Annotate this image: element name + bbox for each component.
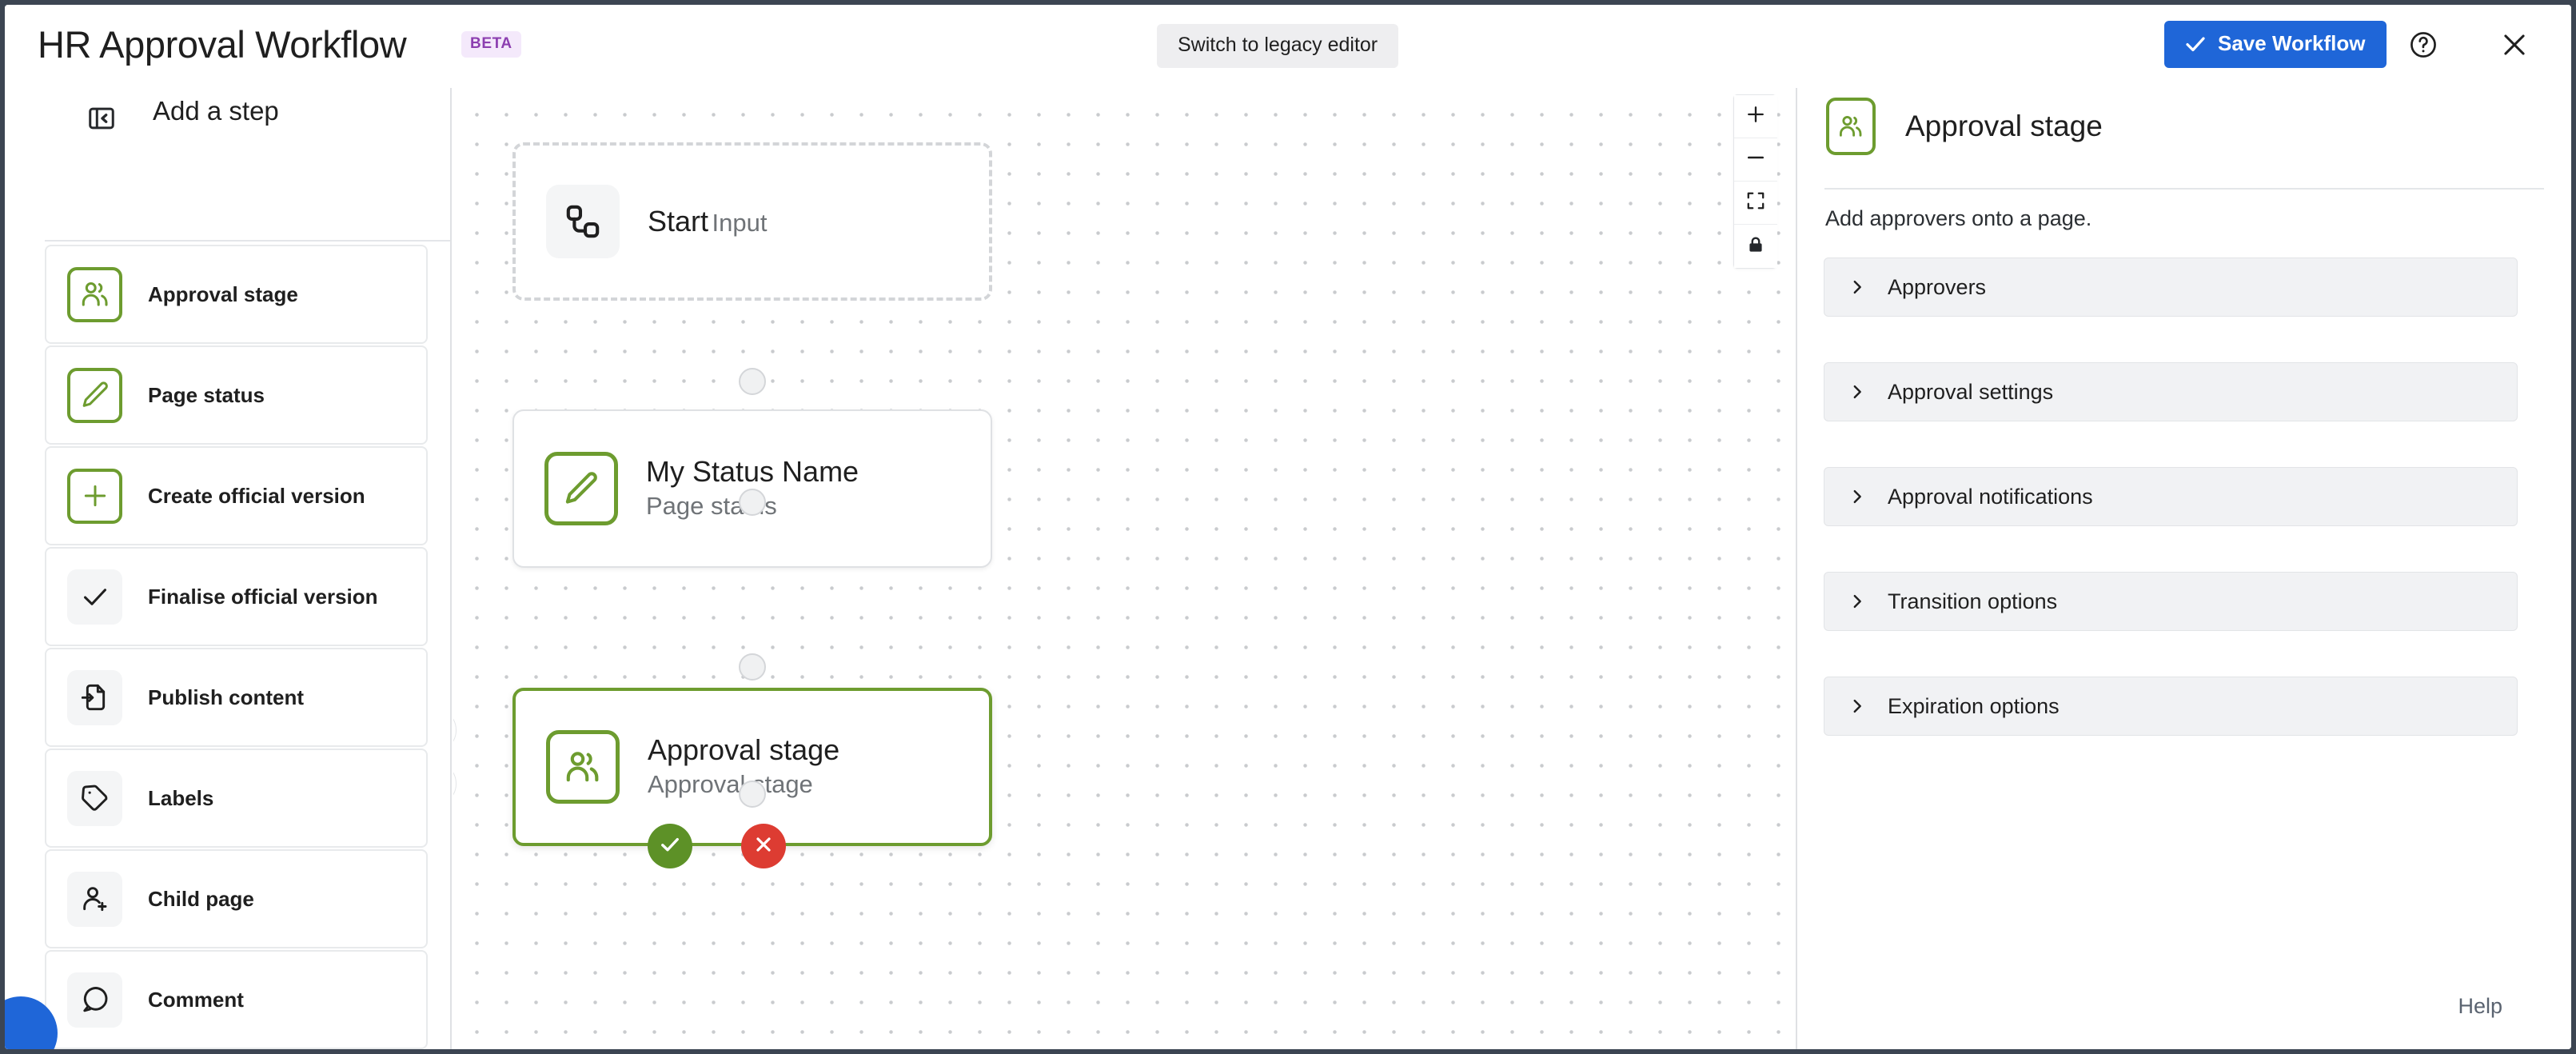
user-plus-icon — [67, 871, 122, 927]
chevron-right-icon — [1847, 486, 1868, 507]
node-handle-status-top[interactable] — [739, 489, 766, 516]
panel-section-expiration-options[interactable]: Expiration options — [1824, 677, 2518, 736]
check-icon — [658, 832, 682, 860]
sidebar-item-label: Labels — [148, 785, 214, 810]
node-title: Start — [648, 204, 709, 238]
people-icon — [67, 266, 122, 322]
node-title: Approval stage — [648, 733, 840, 767]
plus-icon — [1745, 103, 1767, 130]
zoom-in-button[interactable] — [1734, 95, 1777, 138]
check-icon — [2183, 32, 2207, 56]
panel-header: Approval stage — [1826, 98, 2103, 155]
lock-icon — [1745, 234, 1766, 259]
reject-branch-badge[interactable] — [741, 824, 786, 868]
delete-node-button[interactable] — [453, 761, 457, 806]
minus-icon — [1745, 146, 1767, 173]
chevron-right-icon — [1847, 381, 1868, 402]
workflow-node-start[interactable]: Start Input — [512, 142, 992, 301]
chevron-right-icon — [1847, 591, 1868, 612]
node-text-group: Start Input — [648, 204, 767, 240]
save-workflow-label: Save Workflow — [2218, 31, 2366, 55]
sidebar-item-labels[interactable]: Labels — [45, 749, 428, 848]
plus-icon — [67, 468, 122, 524]
panel-divider — [1824, 188, 2544, 190]
panel-section-label: Approval notifications — [1888, 484, 2093, 509]
step-properties-panel: Approval stage Add approvers onto a page… — [1796, 88, 2571, 1049]
node-subtitle: Approval stage — [648, 769, 813, 798]
chevron-right-icon — [1847, 277, 1868, 297]
sidebar-divider — [45, 240, 450, 242]
node-text-group: My Status Name Page status — [646, 454, 991, 522]
node-subtitle: Input — [712, 208, 768, 237]
sidebar-header: Add a step — [5, 88, 450, 149]
chevron-right-icon — [1847, 696, 1868, 717]
sidebar-item-comment[interactable]: Comment — [45, 950, 428, 1049]
publish-file-icon — [67, 669, 122, 725]
sidebar-item-finalise-official-version[interactable]: Finalise official version — [45, 547, 428, 646]
lock-canvas-button[interactable] — [1734, 225, 1777, 268]
sidebar-item-label: Finalise official version — [148, 584, 378, 609]
sidebar-item-label: Publish content — [148, 685, 304, 709]
beta-badge: BETA — [461, 31, 521, 58]
workflow-canvas[interactable]: Start Input My Status Name Page status — [453, 88, 1794, 1049]
fit-screen-icon — [1745, 190, 1766, 215]
node-handle-start-bottom[interactable] — [739, 368, 766, 395]
sidebar-item-label: Comment — [148, 987, 244, 1012]
tag-icon — [67, 770, 122, 826]
close-icon — [752, 833, 775, 860]
people-icon — [1826, 98, 1876, 155]
comment-bubble-icon — [67, 972, 122, 1028]
page-title: HR Approval Workflow — [38, 23, 407, 66]
node-action-buttons — [453, 708, 457, 806]
people-icon — [546, 730, 620, 804]
node-handle-status-bottom[interactable] — [739, 653, 766, 681]
workflow-node-approval-stage[interactable]: Approval stage Approval stage — [512, 688, 992, 846]
panel-section-approvers[interactable]: Approvers — [1824, 258, 2518, 317]
node-text-group: Approval stage Approval stage — [648, 733, 989, 800]
sidebar-item-approval-stage[interactable]: Approval stage — [45, 245, 428, 344]
save-workflow-button[interactable]: Save Workflow — [2164, 21, 2387, 68]
question-circle-icon — [2408, 30, 2438, 62]
node-title: My Status Name — [646, 455, 859, 489]
approve-branch-badge[interactable] — [648, 824, 692, 868]
step-list: Approval stage Page status Create offici… — [5, 245, 450, 1049]
panel-section-list: Approvers Approval settings Approval not… — [1824, 258, 2518, 781]
duplicate-node-button[interactable] — [453, 708, 457, 753]
panel-section-approval-notifications[interactable]: Approval notifications — [1824, 467, 2518, 526]
sidebar-item-publish-content[interactable]: Publish content — [45, 648, 428, 747]
panel-section-label: Transition options — [1888, 589, 2058, 613]
panel-description: Add approvers onto a page. — [1825, 206, 2092, 230]
add-step-sidebar: Add a step Approval stage — [5, 88, 452, 1049]
panel-section-label: Approval settings — [1888, 379, 2054, 404]
close-icon — [2499, 30, 2530, 62]
sidebar-item-label: Create official version — [148, 483, 365, 508]
sidebar-title: Add a step — [153, 96, 279, 126]
panel-section-transition-options[interactable]: Transition options — [1824, 572, 2518, 631]
workflow-nodes-icon — [546, 185, 620, 258]
panel-section-label: Expiration options — [1888, 693, 2060, 718]
check-icon — [67, 569, 122, 625]
zoom-out-button[interactable] — [1734, 138, 1777, 182]
pencil-icon — [544, 452, 618, 525]
sidebar-item-create-official-version[interactable]: Create official version — [45, 446, 428, 545]
fit-to-screen-button[interactable] — [1734, 182, 1777, 225]
sidebar-item-label: Child page — [148, 886, 254, 911]
top-bar: HR Approval Workflow BETA Switch to lega… — [5, 5, 2571, 88]
sidebar-item-label: Page status — [148, 382, 265, 407]
canvas-zoom-controls — [1733, 94, 1777, 269]
sidebar-item-child-page[interactable]: Child page — [45, 849, 428, 948]
panel-section-approval-settings[interactable]: Approval settings — [1824, 362, 2518, 421]
sidebar-item-label: Approval stage — [148, 281, 298, 306]
help-link[interactable]: Help — [2458, 994, 2502, 1018]
editor-window: HR Approval Workflow BETA Switch to lega… — [5, 5, 2571, 1049]
sidebar-item-page-status[interactable]: Page status — [45, 345, 428, 445]
close-button[interactable] — [2491, 22, 2538, 69]
help-button[interactable] — [2400, 22, 2446, 69]
pencil-icon — [67, 367, 122, 423]
sidebar-collapse-icon[interactable] — [85, 102, 118, 135]
panel-title: Approval stage — [1905, 110, 2103, 142]
switch-to-legacy-editor-button[interactable]: Switch to legacy editor — [1157, 24, 1399, 68]
node-handle-approval-top[interactable] — [739, 781, 766, 808]
panel-section-label: Approvers — [1888, 274, 1987, 299]
